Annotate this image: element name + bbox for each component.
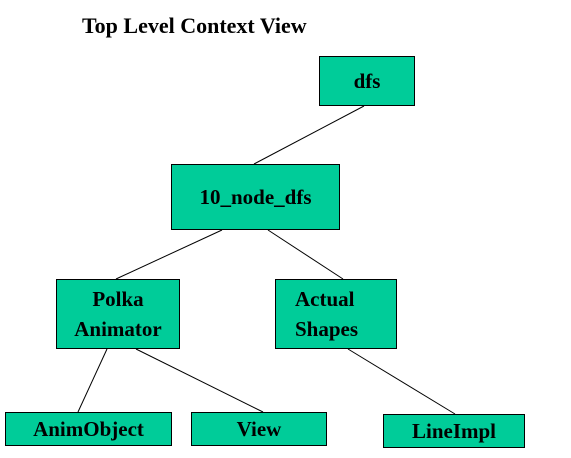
node-line-impl: LineImpl bbox=[383, 414, 525, 448]
edge-polka-animator-to-anim-object bbox=[77, 348, 108, 413]
edge-10-node-dfs-to-polka-animator bbox=[115, 229, 223, 280]
node-10-node-dfs: 10_node_dfs bbox=[171, 164, 340, 230]
edge-10-node-dfs-to-actual-shapes bbox=[267, 229, 344, 280]
node-actual-shapes: Actual Shapes bbox=[275, 279, 397, 349]
node-view: View bbox=[191, 412, 327, 446]
node-dfs: dfs bbox=[319, 56, 415, 106]
edge-polka-animator-to-view bbox=[135, 348, 264, 413]
diagram-title: Top Level Context View bbox=[82, 13, 307, 38]
node-anim-object: AnimObject bbox=[5, 412, 172, 446]
node-polka-animator: Polka Animator bbox=[56, 279, 180, 349]
edge-dfs-to-10-node-dfs bbox=[253, 105, 365, 165]
edge-actual-shapes-to-line-impl bbox=[347, 348, 456, 415]
